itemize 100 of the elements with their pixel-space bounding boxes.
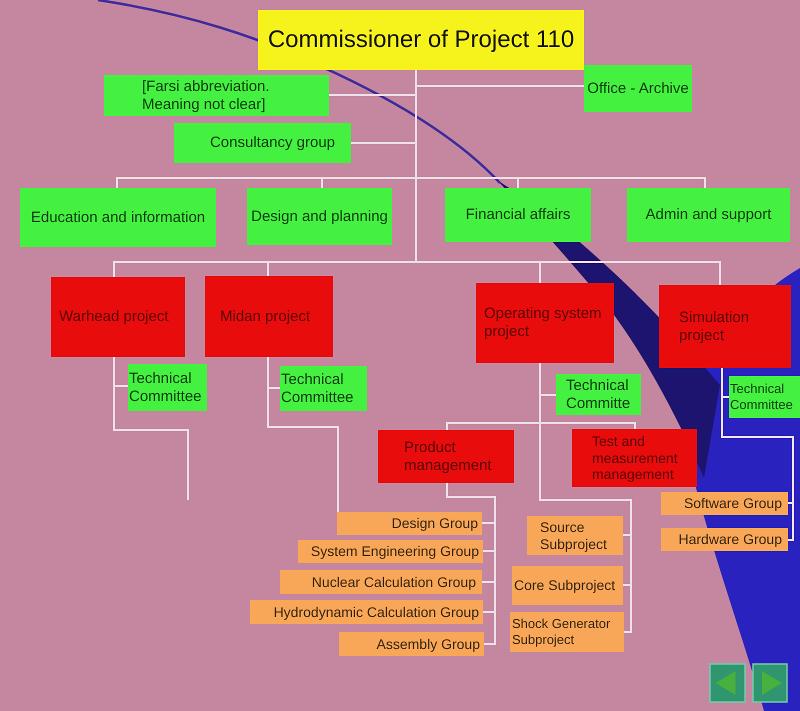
group-box [280, 570, 482, 594]
unit-label: Midan project [220, 308, 312, 326]
unit-label: Software Group [682, 495, 782, 512]
connector-line [623, 583, 633, 634]
connector-line [539, 363, 541, 396]
connector-line [787, 501, 795, 542]
unit-label: Admin and support [644, 206, 772, 224]
connector-line [113, 357, 115, 387]
connector-line [539, 394, 541, 424]
unit-label: Hardware Group [678, 531, 782, 548]
unit-label: [Farsi abbreviation. Meaning not clear] [142, 78, 271, 114]
unit-label: Simulation project [679, 308, 750, 344]
department-box [584, 65, 692, 112]
connector-line [112, 260, 270, 278]
connector-line [267, 387, 280, 389]
connector-line [115, 176, 324, 189]
department-box [128, 364, 207, 411]
unit-label: Technical Committe [566, 376, 632, 412]
group-box [512, 566, 623, 605]
unit-label: Warhead project [59, 308, 170, 326]
unit-label: Product management [404, 438, 493, 474]
connector-line [483, 611, 496, 613]
unit-label: Technical Committee [129, 370, 203, 406]
connector-line [321, 177, 323, 188]
project-box [378, 430, 514, 483]
unit-label: Operating system project [484, 305, 603, 341]
commissioner-box [258, 10, 584, 70]
connector-line [494, 550, 496, 583]
connector-line [445, 482, 497, 525]
connector-line [483, 610, 497, 646]
project-box [51, 277, 185, 357]
connector-line [517, 177, 519, 188]
connector-line [321, 177, 417, 179]
unit-label: Source Subproject [540, 518, 608, 552]
connector-line [539, 261, 541, 283]
connector-line [538, 421, 633, 537]
connector-line [516, 176, 707, 189]
connector-line [538, 421, 637, 430]
group-box [661, 492, 788, 515]
connector-line [415, 261, 541, 263]
group-box [510, 612, 624, 652]
connector-line [483, 550, 496, 552]
group-box [250, 600, 483, 624]
department-box [104, 75, 329, 116]
connector-line [329, 94, 417, 96]
group-box [298, 540, 483, 563]
project-box [659, 285, 791, 368]
unit-label: Technical Committee [730, 381, 794, 413]
department-box [729, 376, 800, 418]
unit-label: Hydrodynamic Calculation Group [272, 604, 479, 620]
connector-line [415, 177, 417, 263]
connector-line [112, 384, 190, 501]
connector-line [445, 421, 542, 431]
connector-line [721, 368, 723, 398]
unit-label: Shock Generator Subproject [512, 616, 612, 648]
unit-label: Design Group [390, 515, 478, 532]
connector-line [415, 177, 519, 179]
department-box [280, 366, 367, 411]
group-box [339, 632, 484, 656]
unit-label: System Engineering Group [310, 543, 479, 560]
group-box [527, 516, 623, 555]
unit-label: Consultancy group [208, 134, 336, 152]
project-box [572, 429, 697, 487]
connector-line [539, 394, 556, 396]
department-box [445, 188, 591, 242]
connector-line [482, 522, 496, 524]
unit-label: Office - Archive [586, 80, 690, 98]
connector-line [415, 85, 417, 96]
connector-line [415, 85, 584, 87]
connector-line [415, 142, 417, 179]
connector-line [267, 261, 269, 276]
connector-line [267, 261, 417, 263]
connector-line [494, 581, 496, 613]
department-box [627, 188, 790, 242]
department-box [174, 123, 351, 163]
connector-line [482, 581, 496, 583]
unit-label: Test and measurement management [592, 432, 679, 484]
unit-label: Education and information [30, 208, 206, 226]
unit-label: Core Subproject [514, 577, 616, 594]
connector-line [267, 357, 269, 389]
project-box [205, 276, 333, 357]
unit-label: Assembly Group [376, 636, 480, 652]
project-box [476, 283, 614, 363]
unit-label: Financial affairs [464, 206, 572, 224]
connector-line [494, 522, 496, 552]
group-box [337, 512, 482, 535]
connector-line [351, 142, 417, 144]
connector-line [113, 385, 128, 387]
unit-label: Design and planning [250, 208, 389, 226]
department-box [556, 374, 641, 415]
department-box [247, 188, 392, 245]
unit-label: Nuclear Calculation Group [310, 574, 476, 590]
unit-label: Commissioner of Project 110 [266, 26, 576, 54]
connector-line [538, 260, 722, 286]
connector-line [266, 386, 340, 513]
connector-line [630, 534, 632, 586]
group-box [661, 528, 788, 551]
connector-line [415, 94, 417, 144]
unit-label: Technical Committee [281, 370, 355, 406]
connector-line [720, 395, 795, 505]
